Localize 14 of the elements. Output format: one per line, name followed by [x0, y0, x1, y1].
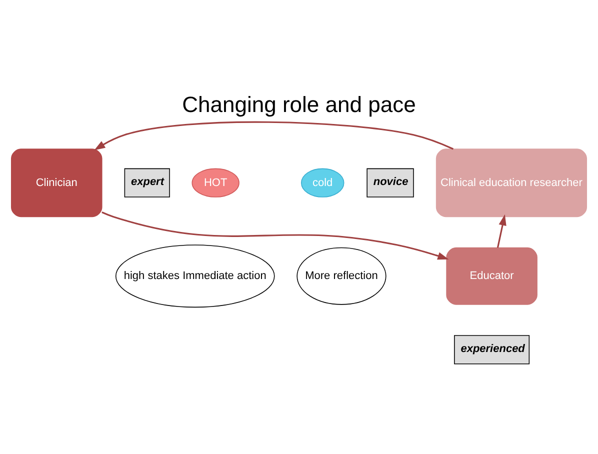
node-ellipse: More reflection	[296, 246, 386, 304]
arrow	[496, 214, 506, 248]
node-box: Clinical education researcher	[436, 148, 588, 217]
diagram-title: Changing role and pace	[182, 91, 416, 116]
node-box: Clinician	[10, 148, 102, 217]
arrow	[102, 211, 449, 260]
node-box: experienced	[454, 334, 530, 364]
node-box: expert	[124, 168, 170, 197]
node-box: Educator	[446, 246, 538, 304]
arrow	[94, 120, 454, 150]
node-ellipse: cold	[300, 168, 344, 197]
node-box: novice	[366, 168, 414, 197]
node-ellipse: HOT	[192, 168, 240, 197]
node-ellipse: high stakes Immediate action	[115, 244, 275, 308]
